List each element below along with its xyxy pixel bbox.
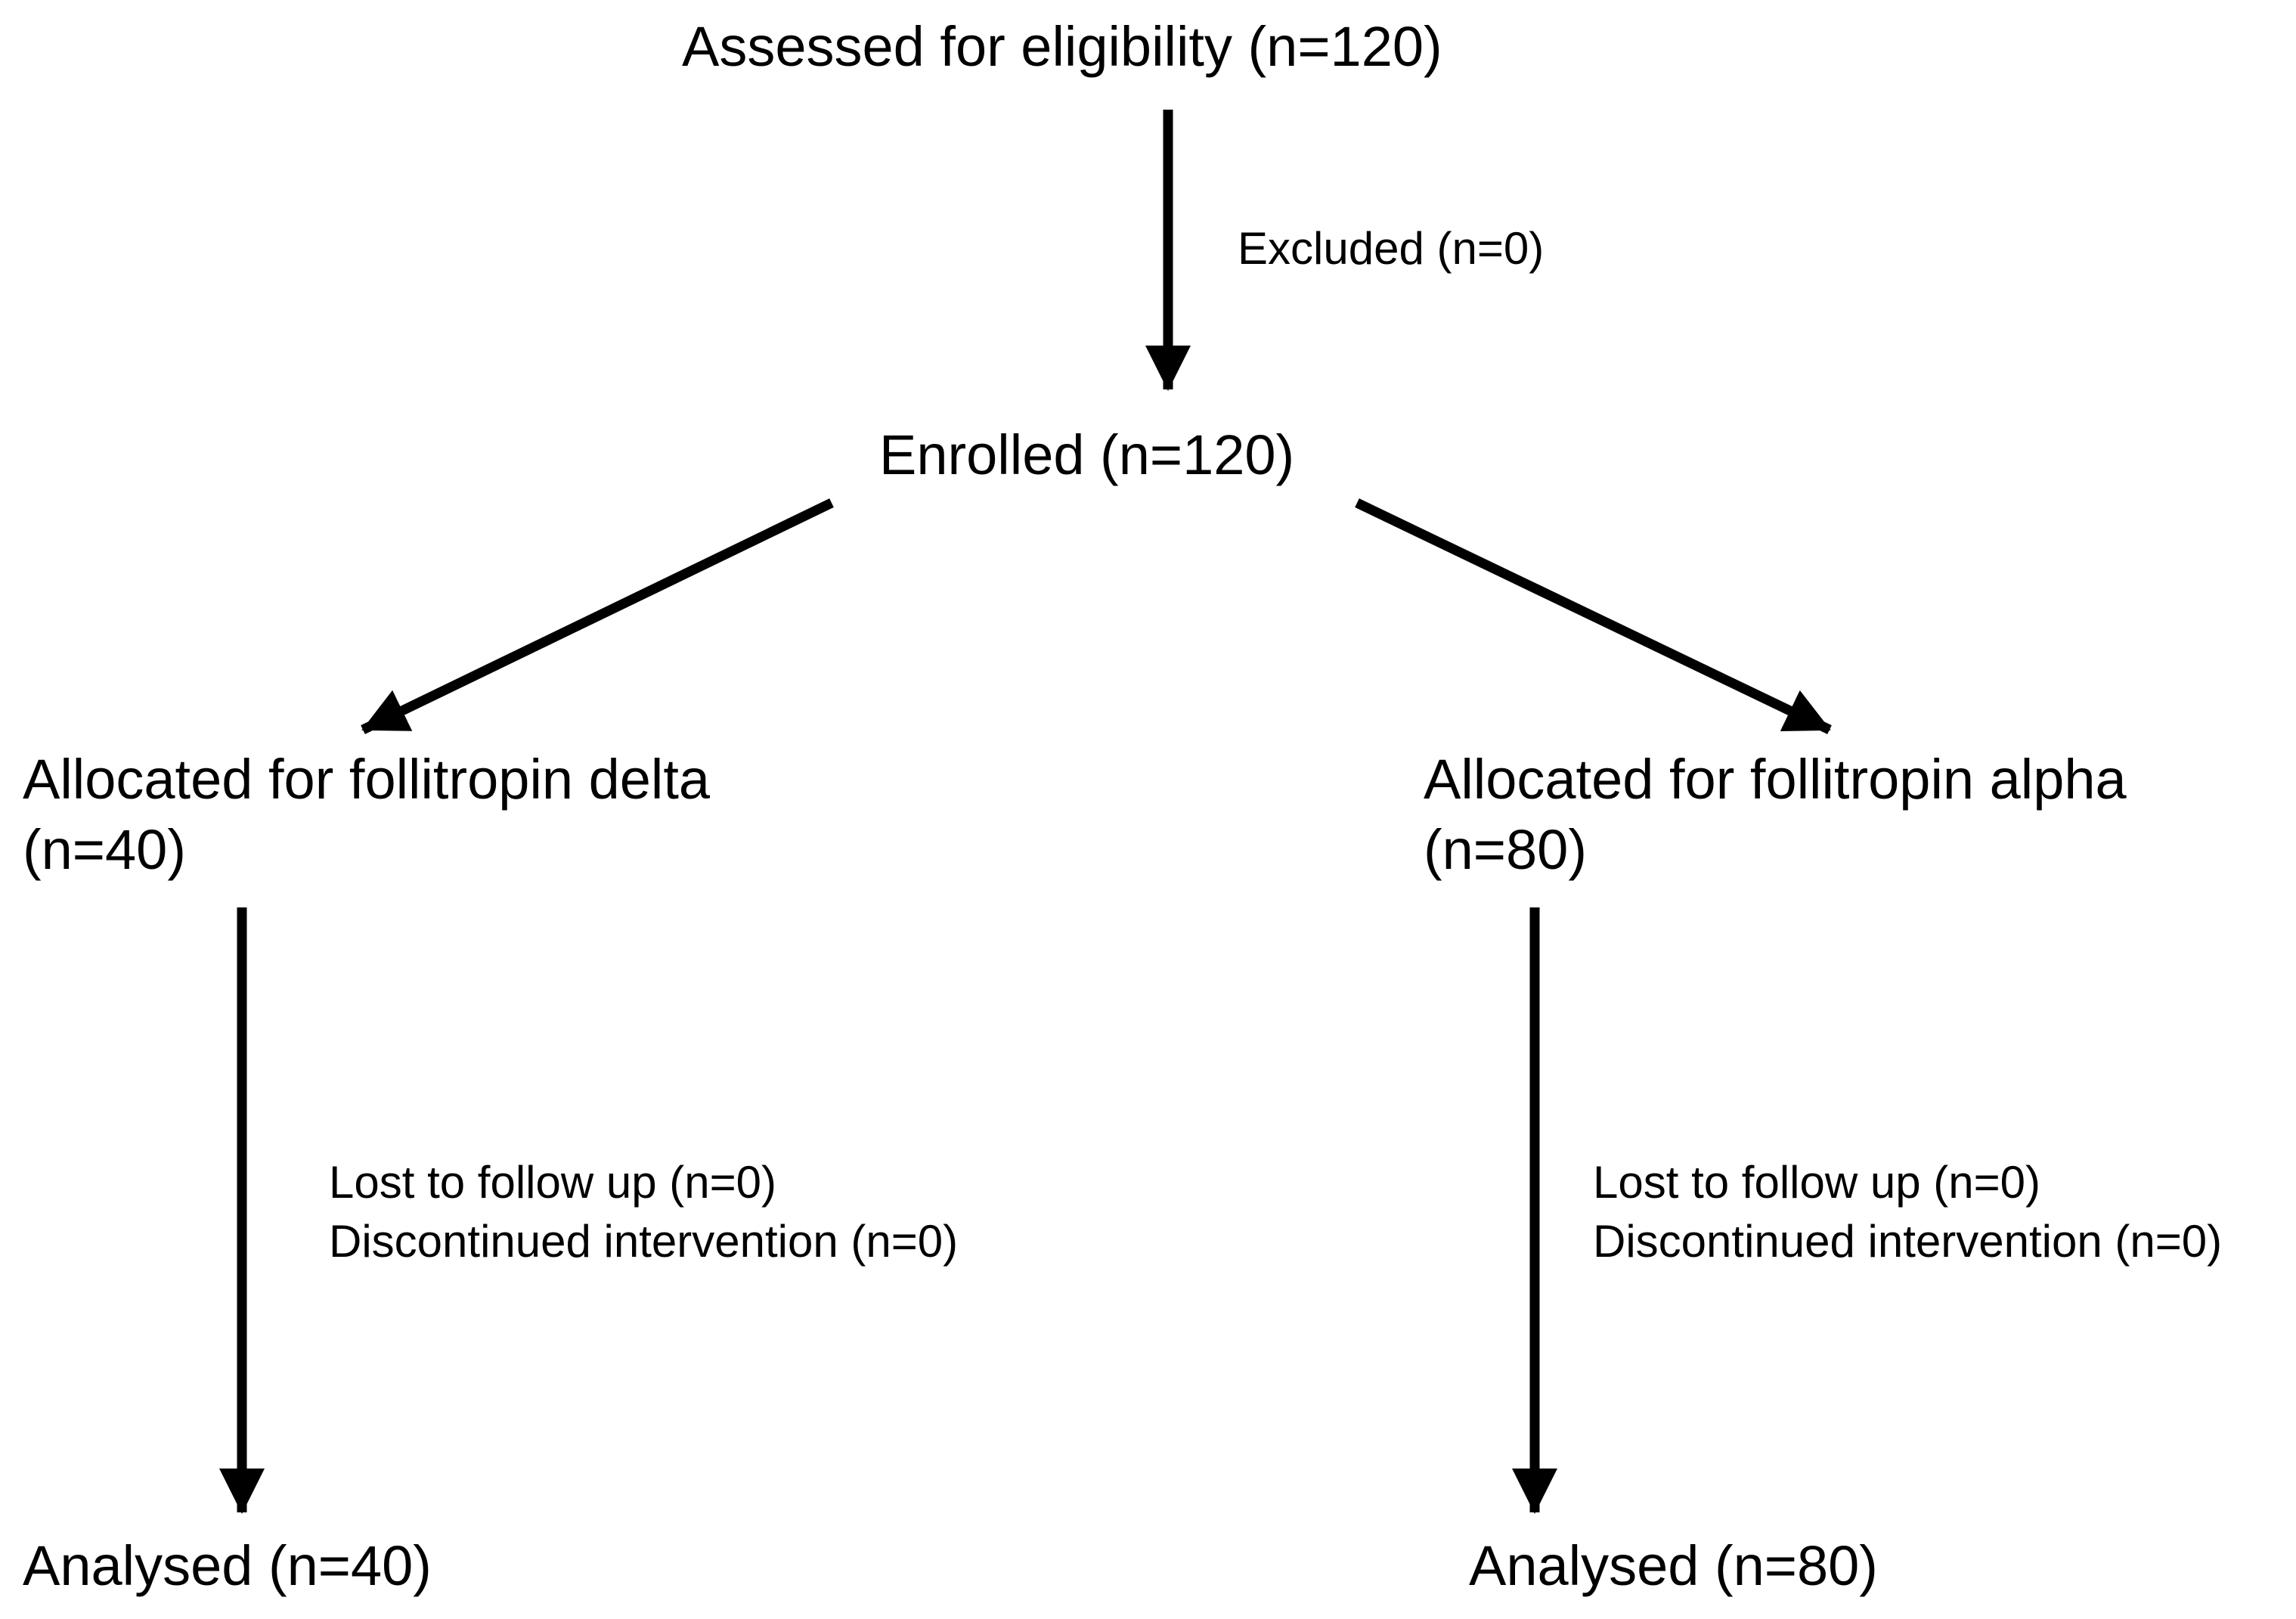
analysed-delta-node: Analysed (n=40)	[23, 1534, 432, 1597]
allocated-alpha-node: Allocated for follitropin alpha (n=80)	[1424, 745, 2127, 885]
excluded-note: Excluded (n=0)	[1238, 223, 1545, 274]
arrow-enrolled-to-alpha	[1355, 498, 1832, 734]
allocated-alpha-count: (n=80)	[1424, 817, 1587, 881]
allocated-delta-count: (n=40)	[23, 817, 186, 881]
delta-attrition-note: Lost to follow up (n=0) Discontinued int…	[329, 1153, 958, 1271]
enrolled-node: Enrolled (n=120)	[879, 423, 1295, 486]
alpha-attrition-note: Lost to follow up (n=0) Discontinued int…	[1593, 1153, 2222, 1271]
allocated-delta-node: Allocated for follitropin delta (n=40)	[23, 745, 710, 885]
alpha-discontinued: Discontinued intervention (n=0)	[1593, 1216, 2223, 1267]
arrow-enrolled-to-delta	[361, 498, 834, 734]
assessed-node: Assessed for eligibility (n=120)	[682, 15, 1442, 78]
delta-discontinued: Discontinued intervention (n=0)	[329, 1216, 959, 1267]
alpha-lost-to-follow-up: Lost to follow up (n=0)	[1593, 1157, 2041, 1208]
analysed-alpha-node: Analysed (n=80)	[1469, 1534, 1878, 1597]
allocated-alpha-label: Allocated for follitropin alpha	[1424, 748, 2127, 811]
allocated-delta-label: Allocated for follitropin delta	[23, 748, 711, 811]
delta-lost-to-follow-up: Lost to follow up (n=0)	[329, 1157, 777, 1208]
